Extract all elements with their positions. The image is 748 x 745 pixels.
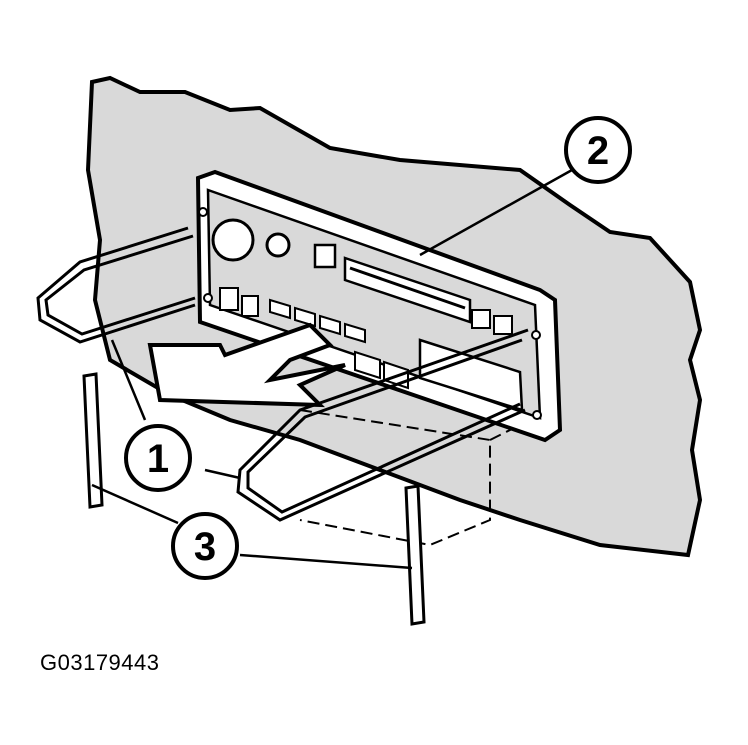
pull-direction-arrow bbox=[147, 322, 346, 408]
callout-2: 2 bbox=[564, 116, 632, 184]
key-pin-left bbox=[82, 372, 104, 509]
key-pin-right bbox=[404, 484, 426, 626]
callout-2-label: 2 bbox=[587, 129, 609, 173]
removal-key-left bbox=[36, 226, 196, 344]
figure-code: G03179443 bbox=[40, 650, 160, 675]
callout-1: 1 bbox=[124, 424, 192, 492]
tuning-knob bbox=[265, 232, 291, 258]
volume-knob bbox=[211, 218, 255, 262]
key-pins bbox=[82, 372, 426, 626]
callout-3: 3 bbox=[171, 512, 239, 580]
radio-unit bbox=[195, 169, 563, 443]
callout-3-label: 3 bbox=[194, 525, 216, 569]
cassette-slot bbox=[343, 256, 472, 324]
leader-lines bbox=[91, 168, 573, 570]
removal-key-right bbox=[236, 328, 529, 522]
callout-1-label: 1 bbox=[147, 437, 169, 481]
